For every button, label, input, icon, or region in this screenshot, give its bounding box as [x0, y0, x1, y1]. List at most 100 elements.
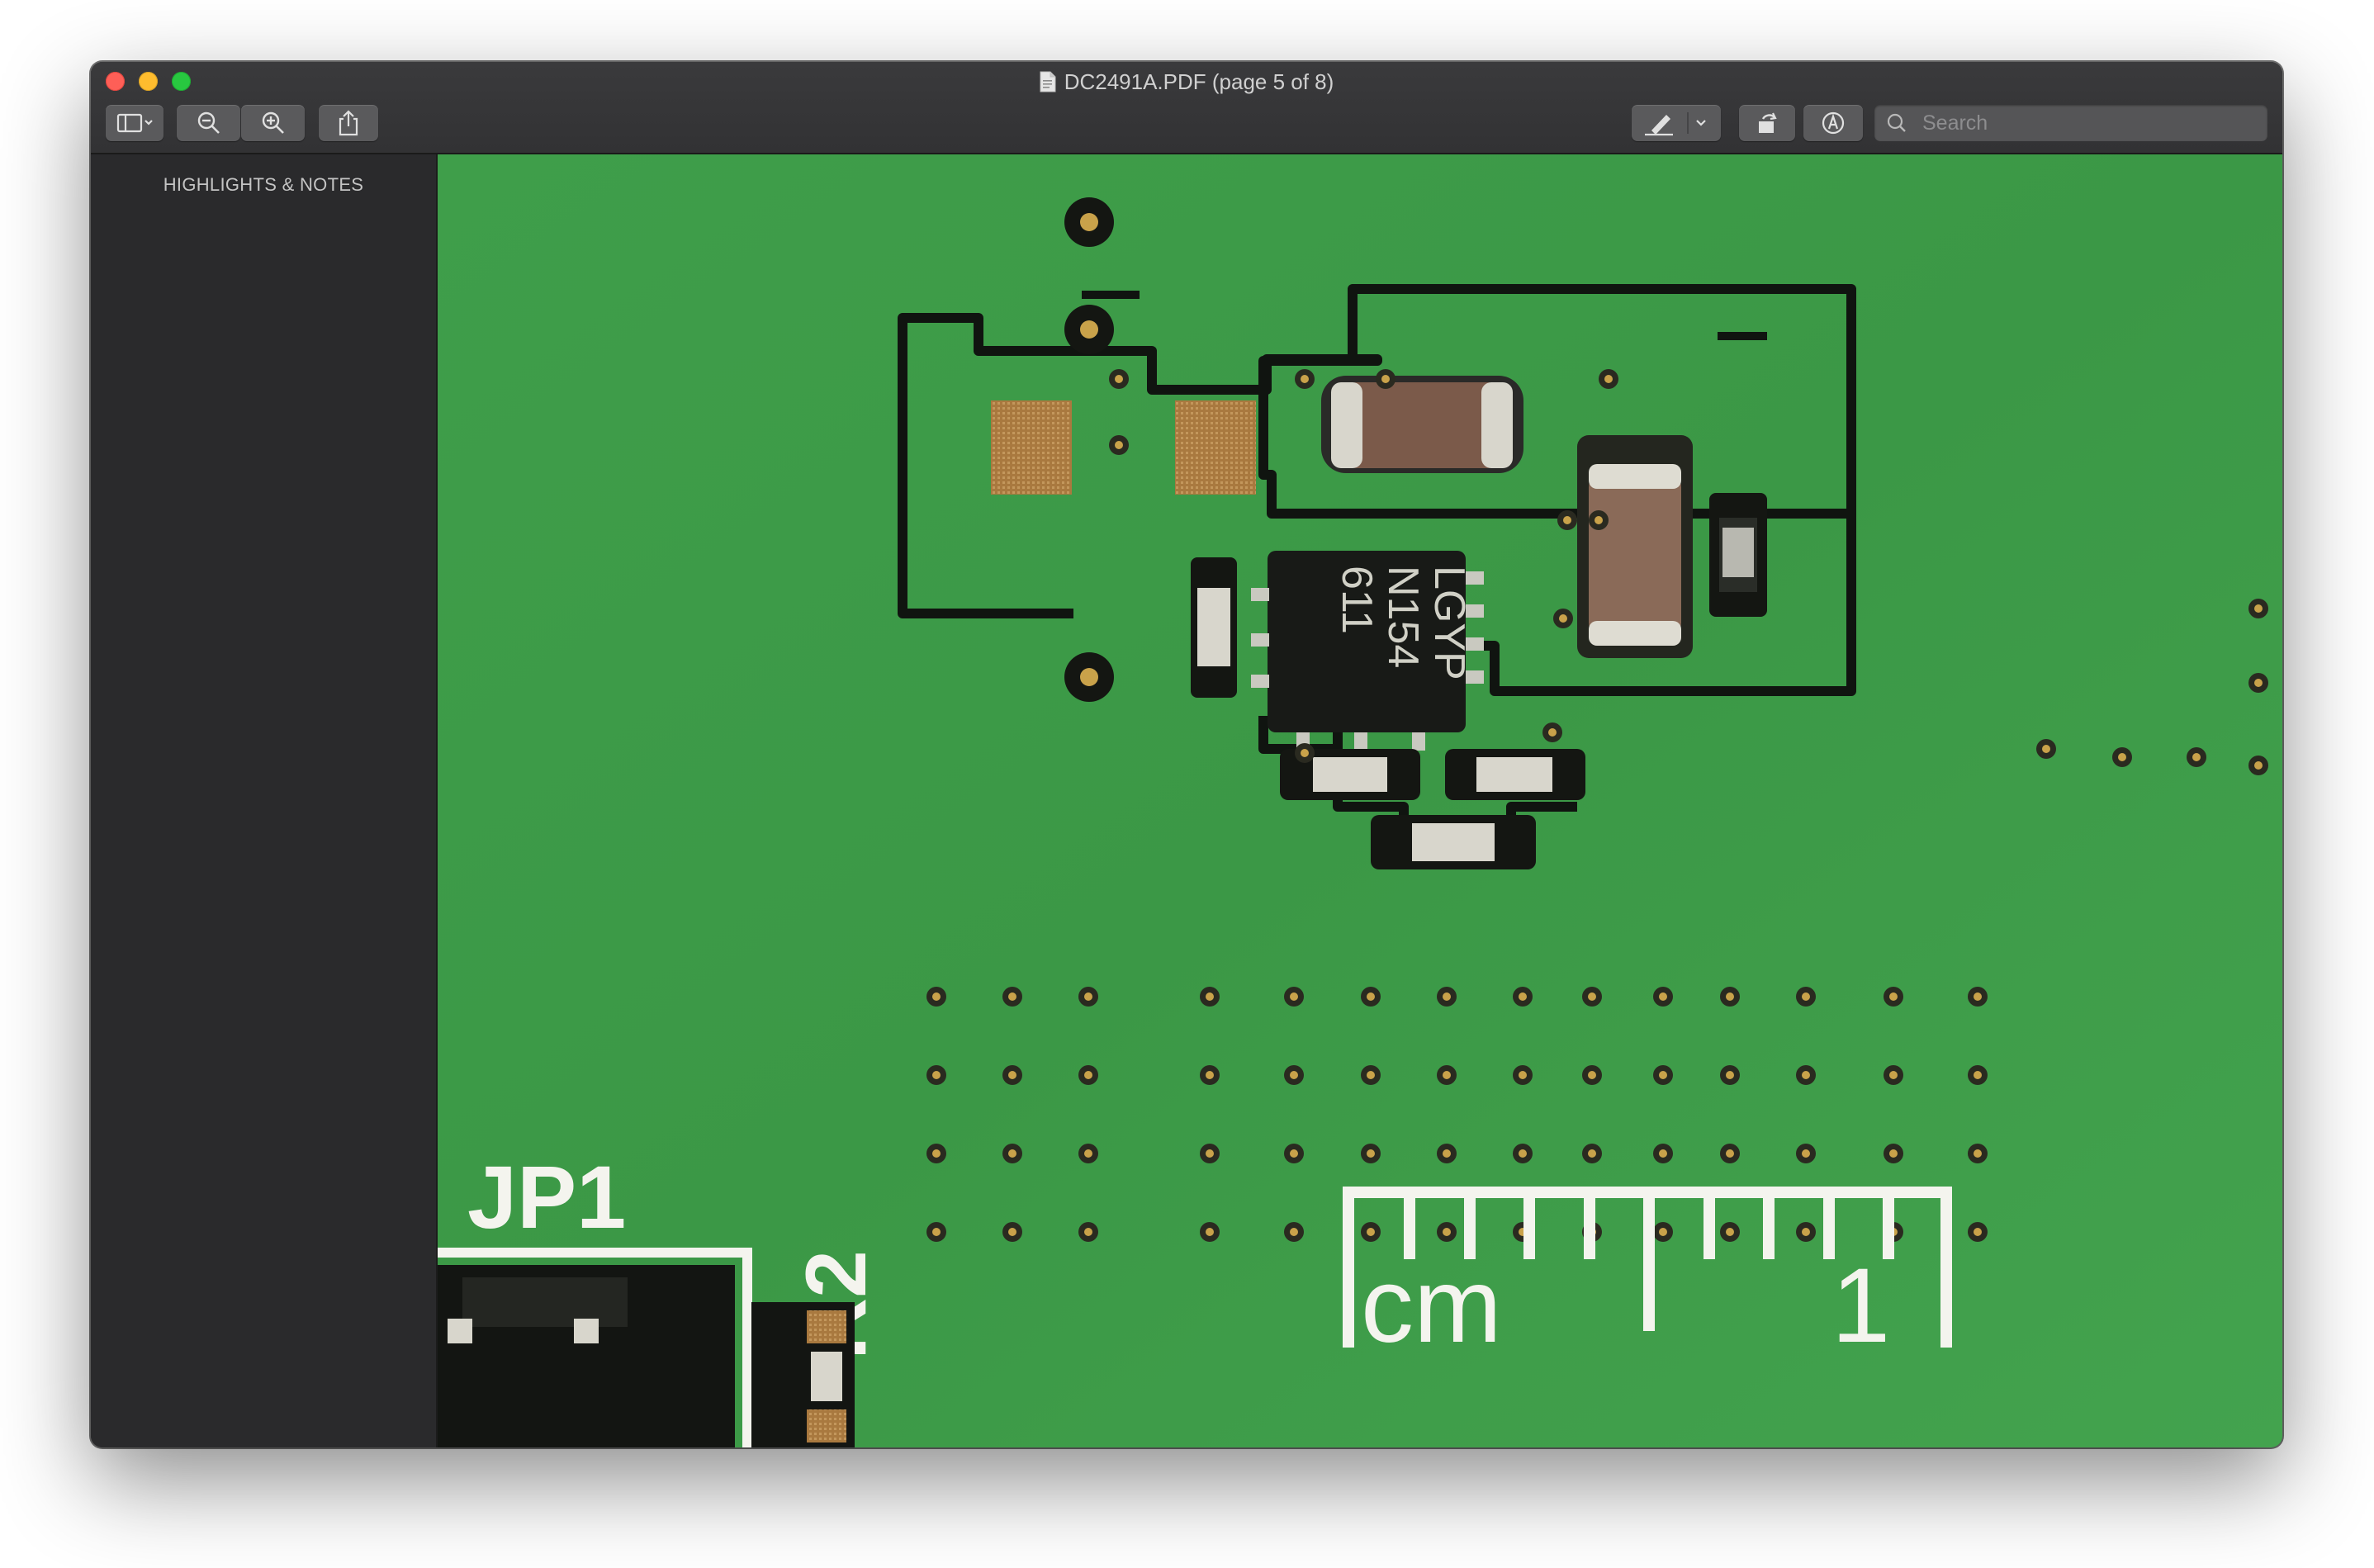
- sidebar-panel: HIGHLIGHTS & NOTES: [91, 154, 438, 1447]
- resistor-bottom-1: [1280, 749, 1420, 800]
- sidebar-icon: [116, 113, 153, 133]
- share-button[interactable]: [319, 105, 378, 141]
- via-hole: [1443, 992, 1451, 1001]
- jumper-header: [438, 1248, 752, 1447]
- document-view[interactable]: LGYP N154 611: [438, 154, 2282, 1447]
- via-hole: [932, 992, 941, 1001]
- via-hole: [1588, 1071, 1596, 1079]
- resistor-bottom-3: [1371, 815, 1536, 869]
- via-hole: [1115, 375, 1123, 383]
- window-title-bar: DC2491A.PDF (page 5 of 8): [91, 69, 2282, 95]
- via-hole: [1080, 320, 1098, 339]
- via-hole: [2254, 761, 2263, 770]
- ground-trace: [1082, 291, 1767, 340]
- resistor-far-right: [1709, 493, 1767, 617]
- via-hole: [1726, 992, 1734, 1001]
- resistor-bottom-2: [1445, 749, 1585, 800]
- via-hole: [1659, 1071, 1667, 1079]
- via-hole: [1381, 375, 1390, 383]
- via-hole: [1206, 1071, 1214, 1079]
- via-hole: [1802, 992, 1810, 1001]
- search-field[interactable]: [1874, 105, 2267, 141]
- ruler-end-label: 1: [1831, 1247, 1890, 1365]
- window-title: DC2491A.PDF (page 5 of 8): [1064, 69, 1334, 94]
- minimize-button[interactable]: [139, 72, 158, 91]
- via-hole: [2254, 604, 2263, 613]
- via-hole: [932, 1228, 941, 1236]
- zoom-in-button[interactable]: [241, 105, 305, 141]
- zoom-out-button[interactable]: [177, 105, 240, 141]
- via-hole: [1802, 1228, 1810, 1236]
- rotate-button[interactable]: [1739, 105, 1795, 141]
- via-hole: [1301, 375, 1309, 383]
- ic-chip: [1251, 551, 1484, 751]
- ruler-unit-label: cm: [1361, 1247, 1502, 1365]
- via-hole: [1443, 1071, 1451, 1079]
- window-controls: [106, 72, 191, 91]
- sidebar-header: HIGHLIGHTS & NOTES: [163, 174, 364, 195]
- via-hole: [1726, 1071, 1734, 1079]
- via-hole: [1889, 1149, 1898, 1158]
- via-hole: [1548, 728, 1557, 737]
- via-hole: [932, 1071, 941, 1079]
- via-hole: [1206, 1149, 1214, 1158]
- preview-window: DC2491A.PDF (page 5 of 8): [91, 62, 2282, 1447]
- via-hole: [1206, 1228, 1214, 1236]
- close-button[interactable]: [106, 72, 125, 91]
- r2-resistor: [751, 1302, 855, 1447]
- titlebar[interactable]: DC2491A.PDF (page 5 of 8): [91, 62, 2282, 154]
- via-hole: [1008, 1149, 1016, 1158]
- via-hole: [1604, 375, 1613, 383]
- via-hole: [1889, 992, 1898, 1001]
- document-icon: [1040, 71, 1056, 92]
- via-hole: [1659, 1228, 1667, 1236]
- via-hole: [932, 1149, 941, 1158]
- via-hole: [1290, 1149, 1298, 1158]
- sidebar-toggle-button[interactable]: [106, 105, 163, 141]
- via-hole: [1588, 1149, 1596, 1158]
- via-hole: [1290, 1071, 1298, 1079]
- via-hole: [1206, 992, 1214, 1001]
- via-hole: [1519, 992, 1527, 1001]
- via-hole: [1367, 1149, 1375, 1158]
- zoom-out-icon: [197, 111, 220, 134]
- via-hole: [1595, 516, 1603, 524]
- svg-text:N154: N154: [1379, 566, 1427, 668]
- ic-marking: LGYP N154 611: [1333, 566, 1473, 680]
- zoom-button[interactable]: [172, 72, 191, 91]
- highlight-button[interactable]: [1632, 105, 1721, 141]
- via-hole: [1443, 1228, 1451, 1236]
- via-array: [926, 197, 2268, 1242]
- capacitor-right: [1577, 435, 1693, 658]
- via-hole: [1008, 1228, 1016, 1236]
- via-hole: [1115, 441, 1123, 449]
- via-hole: [1974, 1071, 1982, 1079]
- markup-icon: [1822, 111, 1845, 135]
- via-hole: [1367, 1228, 1375, 1236]
- via-hole: [1367, 1071, 1375, 1079]
- via-hole: [1084, 1071, 1092, 1079]
- via-hole: [1588, 992, 1596, 1001]
- via-hole: [1659, 1149, 1667, 1158]
- via-hole: [1367, 992, 1375, 1001]
- via-hole: [2042, 745, 2050, 753]
- rotate-icon: [1759, 112, 1777, 133]
- search-input[interactable]: [1921, 110, 2254, 136]
- via-hole: [1084, 1149, 1092, 1158]
- jp1-label: JP1: [467, 1147, 626, 1247]
- svg-text:611: 611: [1333, 566, 1381, 634]
- gold-pad-right: [1175, 400, 1256, 495]
- scale-ruler: [1343, 1187, 1952, 1348]
- via-hole: [1080, 213, 1098, 231]
- via-hole: [1080, 668, 1098, 686]
- resistor-left: [1191, 557, 1237, 698]
- markup-button[interactable]: [1803, 105, 1863, 141]
- via-hole: [1008, 992, 1016, 1001]
- pcb-photo: LGYP N154 611: [438, 154, 2282, 1447]
- via-hole: [2192, 753, 2201, 761]
- via-hole: [1659, 992, 1667, 1001]
- via-hole: [1726, 1149, 1734, 1158]
- via-hole: [1290, 992, 1298, 1001]
- zoom-in-icon: [262, 111, 284, 134]
- via-hole: [1802, 1149, 1810, 1158]
